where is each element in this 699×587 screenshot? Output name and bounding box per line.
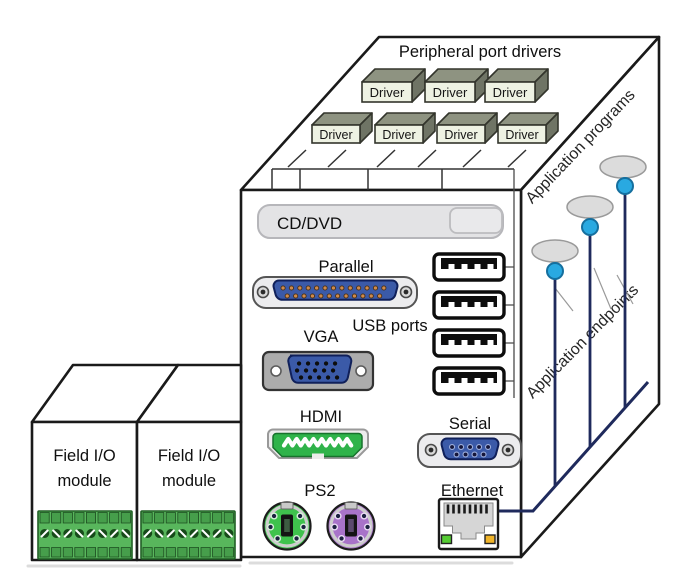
- vga-label: VGA: [304, 328, 339, 346]
- field-io-module: Field I/O module: [30, 363, 180, 562]
- terminal-block: [140, 510, 236, 560]
- parallel-port: [252, 276, 418, 309]
- screw-icon: [256, 285, 270, 299]
- usb-port: [432, 366, 506, 396]
- parallel-label: Parallel: [318, 258, 373, 276]
- hdmi-label: HDMI: [300, 408, 342, 426]
- ps2-mouse-port: [326, 501, 376, 551]
- pin-dots: [268, 513, 306, 541]
- svg-text:Driver: Driver: [433, 85, 468, 100]
- pin-dots: [294, 361, 340, 380]
- endpoint-stem-lines: [553, 187, 627, 487]
- endpoint-dot: [616, 177, 634, 195]
- svg-text:Field I/O: Field I/O: [53, 447, 116, 465]
- controller-box: Peripheral port drivers Driver Driver Dr…: [239, 35, 661, 559]
- driver-box: Driver: [374, 112, 436, 144]
- hdmi-port: [267, 428, 369, 459]
- cd-dvd-label: CD/DVD: [277, 214, 342, 233]
- terminal-screw-slots: [143, 529, 233, 538]
- application-balloon: [599, 155, 647, 179]
- driver-box: Driver: [424, 68, 489, 103]
- terminal-screw-slots: [40, 529, 130, 538]
- usb-port: [432, 290, 506, 320]
- screw-hole: [355, 365, 367, 377]
- svg-text:Driver: Driver: [370, 85, 405, 100]
- svg-text:module: module: [162, 472, 216, 490]
- driver-port-strip: [271, 168, 514, 190]
- ground-shadow: [26, 561, 514, 568]
- application-balloon: [531, 239, 579, 263]
- ethernet-bus-line: [498, 381, 650, 513]
- svg-text:Driver: Driver: [493, 85, 528, 100]
- ethernet-led-green: [440, 534, 453, 545]
- vga-port: [261, 350, 375, 392]
- cd-dvd-drive: CD/DVD: [257, 204, 504, 239]
- terminal-block: [37, 510, 133, 560]
- application-balloon: [566, 195, 614, 219]
- pin-dots: [332, 513, 370, 541]
- screw-icon: [399, 285, 413, 299]
- driver-box: Driver: [361, 68, 426, 103]
- endpoint-dot: [581, 218, 599, 236]
- ps2-keyboard-port: [262, 501, 312, 551]
- driver-box: Driver: [311, 112, 373, 144]
- endpoint-dot: [546, 262, 564, 280]
- ps2-label: PS2: [304, 482, 335, 500]
- peripheral-port-drivers-title: Peripheral port drivers: [399, 43, 561, 61]
- usb-bus-line: [504, 169, 515, 398]
- driver-box: Driver: [484, 68, 549, 103]
- ethernet-label: Ethernet: [441, 482, 504, 500]
- eject-button: [449, 207, 503, 234]
- usb-port: [432, 328, 506, 358]
- serial-port: [417, 433, 522, 468]
- svg-text:Driver: Driver: [505, 128, 538, 142]
- driver-box: Driver: [497, 112, 559, 144]
- screw-icon: [501, 443, 515, 457]
- svg-text:Driver: Driver: [444, 128, 477, 142]
- pin-dots: [281, 286, 386, 298]
- svg-text:Driver: Driver: [319, 128, 352, 142]
- screw-hole: [270, 365, 282, 377]
- usb-ports-label: USB ports: [352, 317, 427, 335]
- svg-text:Driver: Driver: [382, 128, 415, 142]
- driver-box: Driver: [436, 112, 498, 144]
- serial-label: Serial: [449, 415, 491, 433]
- pin-dots: [450, 445, 490, 457]
- usb-port: [432, 252, 506, 282]
- field-io-module: Field I/O module: [135, 363, 243, 562]
- driver-link-lines: [287, 149, 527, 168]
- hdmi-contacts: [281, 436, 354, 448]
- ethernet-port: [437, 497, 500, 551]
- screw-icon: [424, 443, 438, 457]
- rj45-pins: [446, 504, 488, 514]
- svg-text:module: module: [57, 472, 111, 490]
- ethernet-led-amber: [484, 534, 496, 545]
- svg-text:Field I/O: Field I/O: [158, 447, 221, 465]
